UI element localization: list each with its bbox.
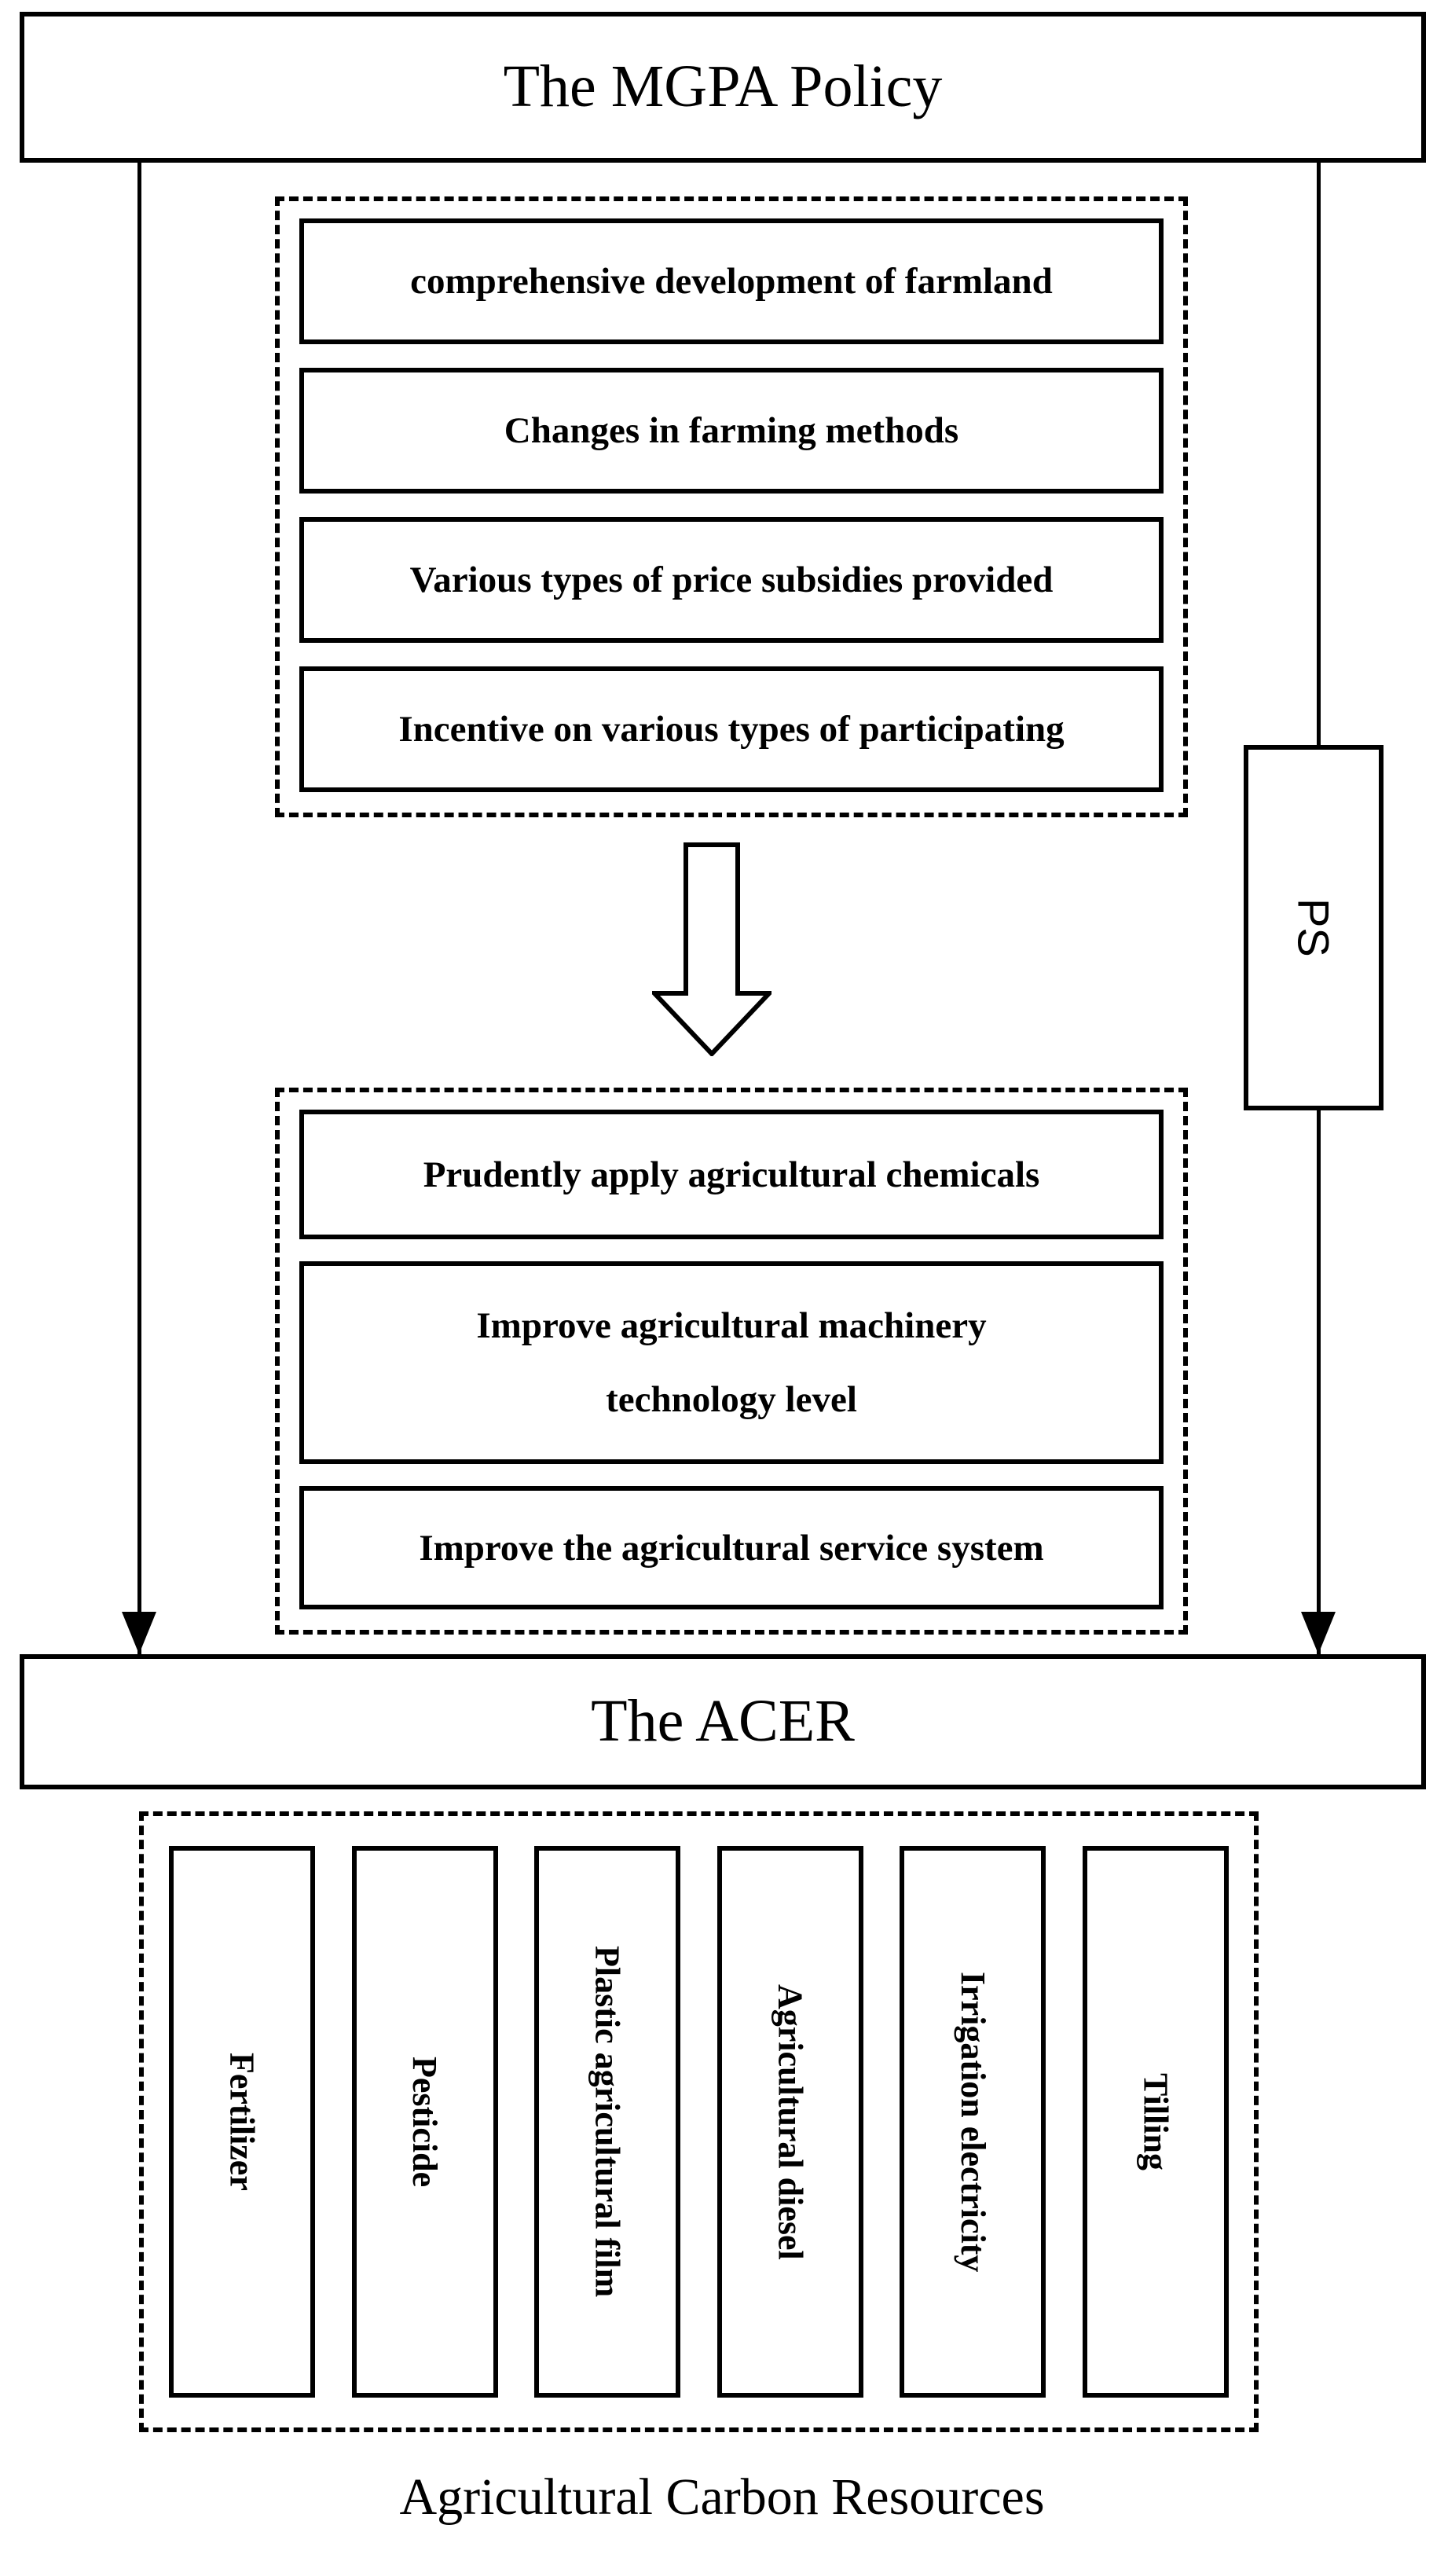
acer-box: The ACER	[20, 1654, 1426, 1789]
policy-measure-box: Incentive on various types of participat…	[299, 666, 1164, 792]
left-connector-line	[137, 160, 141, 1654]
improvement-label: Improve the agricultural service system	[419, 1527, 1044, 1569]
improvement-box: Prudently apply agricultural chemicals	[299, 1110, 1164, 1239]
policy-measure-label: Incentive on various types of participat…	[398, 709, 1065, 750]
policy-measure-label: comprehensive development of farmland	[410, 261, 1053, 302]
resource-label: Pesticide	[405, 2056, 445, 2188]
policy-measure-box: Various types of price subsidies provide…	[299, 517, 1164, 643]
improvement-label: Prudently apply agricultural chemicals	[423, 1154, 1040, 1195]
improvement-measures-group: Prudently apply agricultural chemicals I…	[275, 1088, 1188, 1635]
improvement-label: Improve agricultural machinery technolog…	[476, 1305, 987, 1420]
resource-box-tilling: Tilling	[1082, 1846, 1229, 2398]
policy-measures-group: comprehensive development of farmland Ch…	[275, 196, 1188, 817]
improvement-box: Improve the agricultural service system	[299, 1486, 1164, 1609]
ps-label: PS	[1288, 898, 1339, 957]
resource-box-fertilizer: Fertilizer	[169, 1846, 315, 2398]
acer-label: The ACER	[591, 1688, 855, 1755]
resource-box-diesel: Agricultural diesel	[717, 1846, 863, 2398]
mgpa-policy-box: The MGPA Policy	[20, 12, 1426, 163]
resource-box-irrigation-electricity: Irrigation electricity	[900, 1846, 1046, 2398]
ps-connector-box: PS	[1244, 745, 1384, 1110]
right-arrowhead-icon	[1301, 1612, 1336, 1654]
resource-label: Plastic agricultural film	[588, 1946, 627, 2298]
diagram-caption: Agricultural Carbon Resources	[399, 2468, 1045, 2526]
resource-label: Fertilizer	[222, 2053, 262, 2191]
carbon-resources-group: Fertilizer Pesticide Plastic agricultura…	[139, 1811, 1259, 2432]
policy-measure-label: Various types of price subsidies provide…	[409, 560, 1054, 600]
resource-box-pesticide: Pesticide	[351, 1846, 498, 2398]
resource-box-plastic-film: Plastic agricultural film	[534, 1846, 681, 2398]
policy-measure-box: comprehensive development of farmland	[299, 218, 1164, 344]
left-arrowhead-icon	[122, 1612, 156, 1654]
policy-measure-label: Changes in farming methods	[504, 410, 959, 451]
resource-label: Tilling	[1136, 2073, 1175, 2171]
resource-label: Agricultural diesel	[771, 1983, 810, 2260]
block-down-arrow-icon	[652, 842, 771, 1056]
improvement-box: Improve agricultural machinery technolog…	[299, 1261, 1164, 1464]
resource-label: Irrigation electricity	[953, 1971, 992, 2273]
policy-measure-box: Changes in farming methods	[299, 368, 1164, 494]
mgpa-policy-label: The MGPA Policy	[503, 53, 943, 120]
